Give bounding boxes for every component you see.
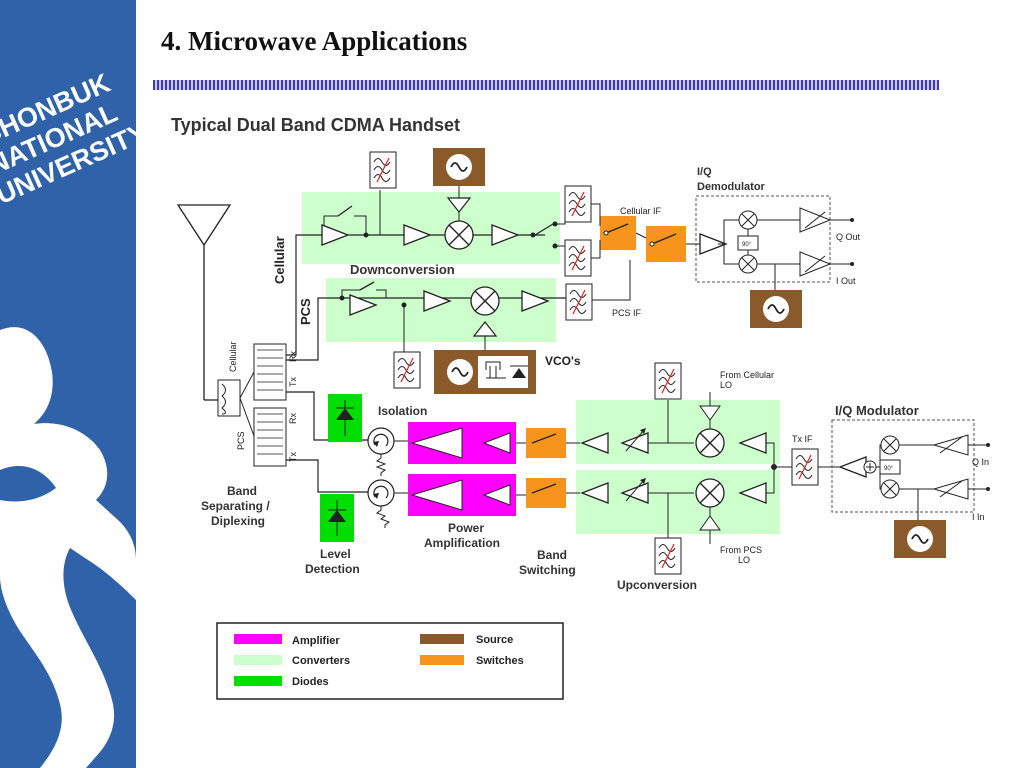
- cellular-power-amp: [408, 422, 516, 464]
- vcos-label: VCO's: [545, 354, 581, 368]
- cellular-if-switch-b: [646, 226, 686, 262]
- runner-figure: [0, 327, 136, 768]
- i-out-label: I Out: [836, 276, 856, 286]
- pcs-band-label: PCS: [298, 298, 313, 325]
- from-cellular-lo-label-2: LO: [720, 380, 732, 390]
- level-detection-label-1: Level: [320, 547, 351, 561]
- band-switching-label-1: Band: [537, 548, 567, 562]
- pcs-down-mixer-icon: [470, 286, 500, 316]
- upconversion-label: Upconversion: [617, 578, 697, 592]
- i-in-label: I In: [972, 512, 985, 522]
- rx-label-2: Rx: [288, 413, 298, 424]
- diplexer-cellular-label: Cellular: [228, 341, 238, 372]
- cellular-if-filter-a-icon: [564, 185, 592, 223]
- band-separating-label-2: Separating /: [201, 499, 270, 513]
- legend-amplifier-label: Amplifier: [292, 635, 340, 647]
- legend-diodes-swatch: [234, 676, 282, 686]
- power-amplification-label-1: Power: [448, 521, 484, 535]
- cellular-diplexer: [253, 343, 287, 401]
- tx-if-filter-icon: [791, 448, 819, 486]
- level-detection-label-2: Detection: [305, 562, 360, 576]
- vco-block: [434, 350, 536, 394]
- iq-demodulator-box: [695, 195, 831, 283]
- pcs-diplexer: [253, 407, 287, 467]
- mod-lo-source-icon: [893, 519, 947, 559]
- pcs-power-amp: [408, 474, 516, 516]
- pcs-up-mixer-icon: [695, 478, 725, 508]
- pcs-detector-diode: [320, 494, 354, 542]
- rx-label-1: Rx: [288, 351, 298, 362]
- band-separating-label-3: Diplexing: [211, 514, 265, 528]
- cellular-down-mixer-icon: [444, 220, 474, 250]
- legend-converters-label: Converters: [292, 655, 350, 667]
- tx-if-label: Tx IF: [792, 434, 813, 444]
- band-separating-label-1: Band: [227, 484, 257, 498]
- tx-label-1: Tx: [288, 377, 298, 387]
- pcs-up-filter-icon: [654, 537, 682, 575]
- title-divider: [153, 80, 939, 90]
- slide-title: 4. Microwave Applications: [161, 26, 468, 56]
- university-logo: CHONBUK NATIONAL UNIVERSITY: [0, 68, 136, 768]
- cellular-upconverter-block: [576, 400, 780, 464]
- demod-lo-source-icon: [749, 289, 803, 329]
- cellular-if-switch-a: [600, 216, 636, 250]
- pcs-upconverter-block: [576, 470, 780, 534]
- pcs-image-filter-icon: [393, 351, 421, 389]
- band-switching-label-2: Switching: [519, 563, 576, 577]
- diplexer-element: [217, 379, 241, 417]
- legend-converters-swatch: [234, 655, 282, 665]
- demod-q-mixer-icon: [738, 210, 758, 230]
- pcs-if-filter-icon: [565, 283, 593, 321]
- isolation-label: Isolation: [378, 404, 427, 418]
- antenna-icon: [176, 204, 232, 401]
- legend-switches-label: Switches: [476, 655, 524, 667]
- iq-modulator-box: [831, 419, 975, 513]
- iq-demodulator-label-2: Demodulator: [697, 181, 766, 193]
- legend-source-swatch: [420, 634, 464, 644]
- cellular-isolator-icon: [367, 427, 395, 455]
- q-out-label: Q Out: [836, 232, 861, 242]
- cellular-downconverter-block: [302, 192, 560, 264]
- power-amplification-label-2: Amplification: [424, 536, 500, 550]
- mod-phase-label: 90°: [884, 466, 894, 472]
- mod-i-mixer-icon: [880, 479, 900, 499]
- university-side-band: CHONBUK NATIONAL UNIVERSITY: [0, 0, 136, 768]
- cellular-if-filter-b-icon: [564, 239, 592, 277]
- legend-diodes-label: Diodes: [292, 676, 329, 688]
- legend-switches-swatch: [420, 655, 464, 665]
- cellular-if-label: Cellular IF: [620, 206, 662, 216]
- iq-demodulator-label-1: I/Q: [697, 166, 712, 178]
- from-cellular-lo-label-1: From Cellular: [720, 370, 774, 380]
- cellular-image-filter-icon: [369, 151, 397, 189]
- mod-output-amp-icon: [839, 456, 867, 478]
- from-pcs-lo-label-1: From PCS: [720, 545, 762, 555]
- pcs-isolator-icon: [367, 479, 395, 507]
- diagram-title: Typical Dual Band CDMA Handset: [171, 115, 460, 135]
- legend: Amplifier Source Converters Switches Dio…: [216, 622, 564, 700]
- q-in-label: Q In: [972, 457, 989, 467]
- legend-source-label: Source: [476, 634, 513, 646]
- demod-phase-label: 90°: [742, 242, 752, 248]
- downconversion-label: Downconversion: [350, 262, 455, 277]
- pcs-band-switch: [526, 478, 566, 508]
- legend-amplifier-swatch: [234, 634, 282, 644]
- cellular-detector-diode: [328, 394, 362, 442]
- cellular-band-label: Cellular: [272, 236, 287, 284]
- demod-i-mixer-icon: [738, 254, 758, 274]
- cellular-lo-source-icon: [432, 147, 486, 187]
- tx-label-2: Tx: [288, 452, 298, 462]
- pcs-if-label: PCS IF: [612, 308, 642, 318]
- cellular-up-filter-icon: [654, 362, 682, 400]
- cellular-up-mixer-icon: [695, 428, 725, 458]
- diplexer-pcs-label: PCS: [236, 431, 246, 450]
- mod-q-mixer-icon: [880, 435, 900, 455]
- from-pcs-lo-label-2: LO: [738, 555, 750, 565]
- iq-modulator-label: I/Q Modulator: [835, 403, 919, 418]
- cellular-band-switch: [526, 428, 566, 458]
